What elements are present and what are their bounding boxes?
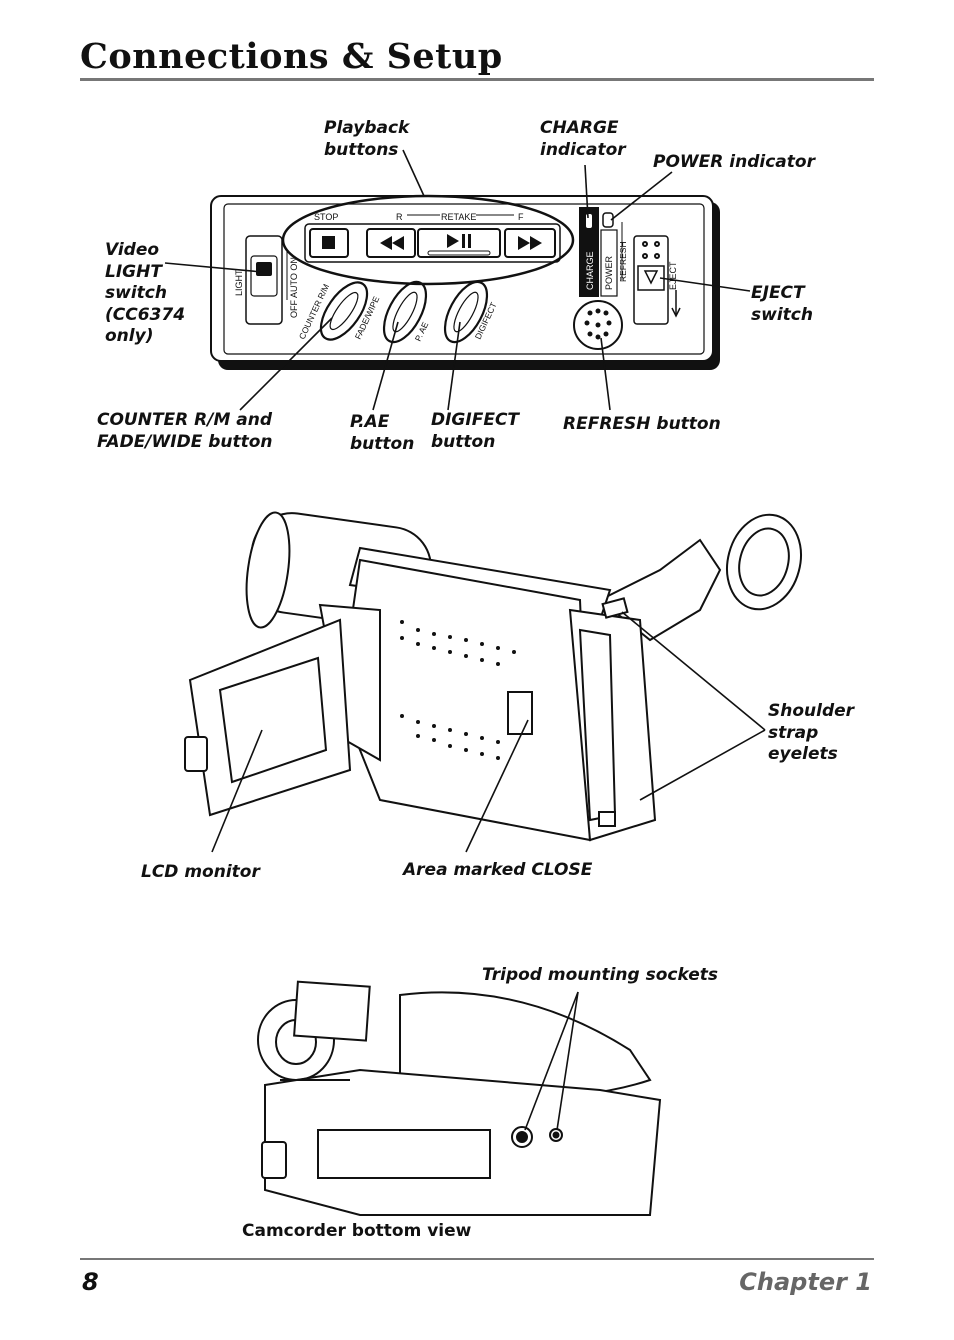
eject-switch-label: EJECT switch (751, 283, 813, 325)
footer-rule (80, 1258, 874, 1260)
eject-marking: EJECT (668, 261, 678, 290)
digifect-button-label: DIGIFECT button (431, 410, 520, 452)
page-number: 8 (82, 1268, 99, 1296)
counter-button-label: COUNTER R/M and FADE/WIDE button (97, 410, 273, 452)
panel-callout-lines (164, 149, 751, 411)
camcorder-bottom-view (257, 980, 662, 1216)
shoulder-strap-label: Shoulder strap eyelets (768, 701, 855, 764)
camcorder-side-view (184, 511, 802, 842)
power-indicator-label: POWER indicator (653, 152, 815, 172)
fwd-marking: F (518, 212, 524, 222)
control-panel-diagram (210, 194, 720, 370)
video-light-switch-label: Video LIGHT switch (CC6374 only) (105, 240, 186, 346)
power-marking: POWER (604, 255, 614, 290)
tripod-sockets-label: Tripod mounting sockets (482, 965, 718, 985)
light-marking: LIGHT (234, 269, 244, 296)
rev-marking: R (396, 212, 403, 222)
bottom-view-caption: Camcorder bottom view (242, 1221, 472, 1241)
pae-button-label: P.AE button (350, 412, 415, 454)
playback-buttons-label: Playback buttons (324, 118, 410, 160)
refresh-marking: REFRESH (618, 241, 628, 282)
stop-marking: STOP (314, 212, 338, 222)
bottom-view-callout-lines (524, 991, 579, 1131)
header-rule (80, 78, 874, 81)
page-title: Connections & Setup (80, 36, 503, 77)
close-area-label: Area marked CLOSE (403, 860, 593, 880)
side-view-callout-lines (211, 611, 766, 853)
retake-marking: RETAKE (441, 212, 476, 222)
camcorder-screw-dots (400, 620, 516, 760)
chapter-label: Chapter 1 (739, 1268, 872, 1296)
light-positions-marking: OFF AUTO ON (289, 257, 299, 318)
charge-indicator-label: CHARGE indicator (540, 118, 626, 160)
lcd-monitor-label: LCD monitor (141, 862, 260, 882)
charge-marking: CHARGE (585, 251, 595, 290)
refresh-button-label: REFRESH button (563, 414, 721, 434)
